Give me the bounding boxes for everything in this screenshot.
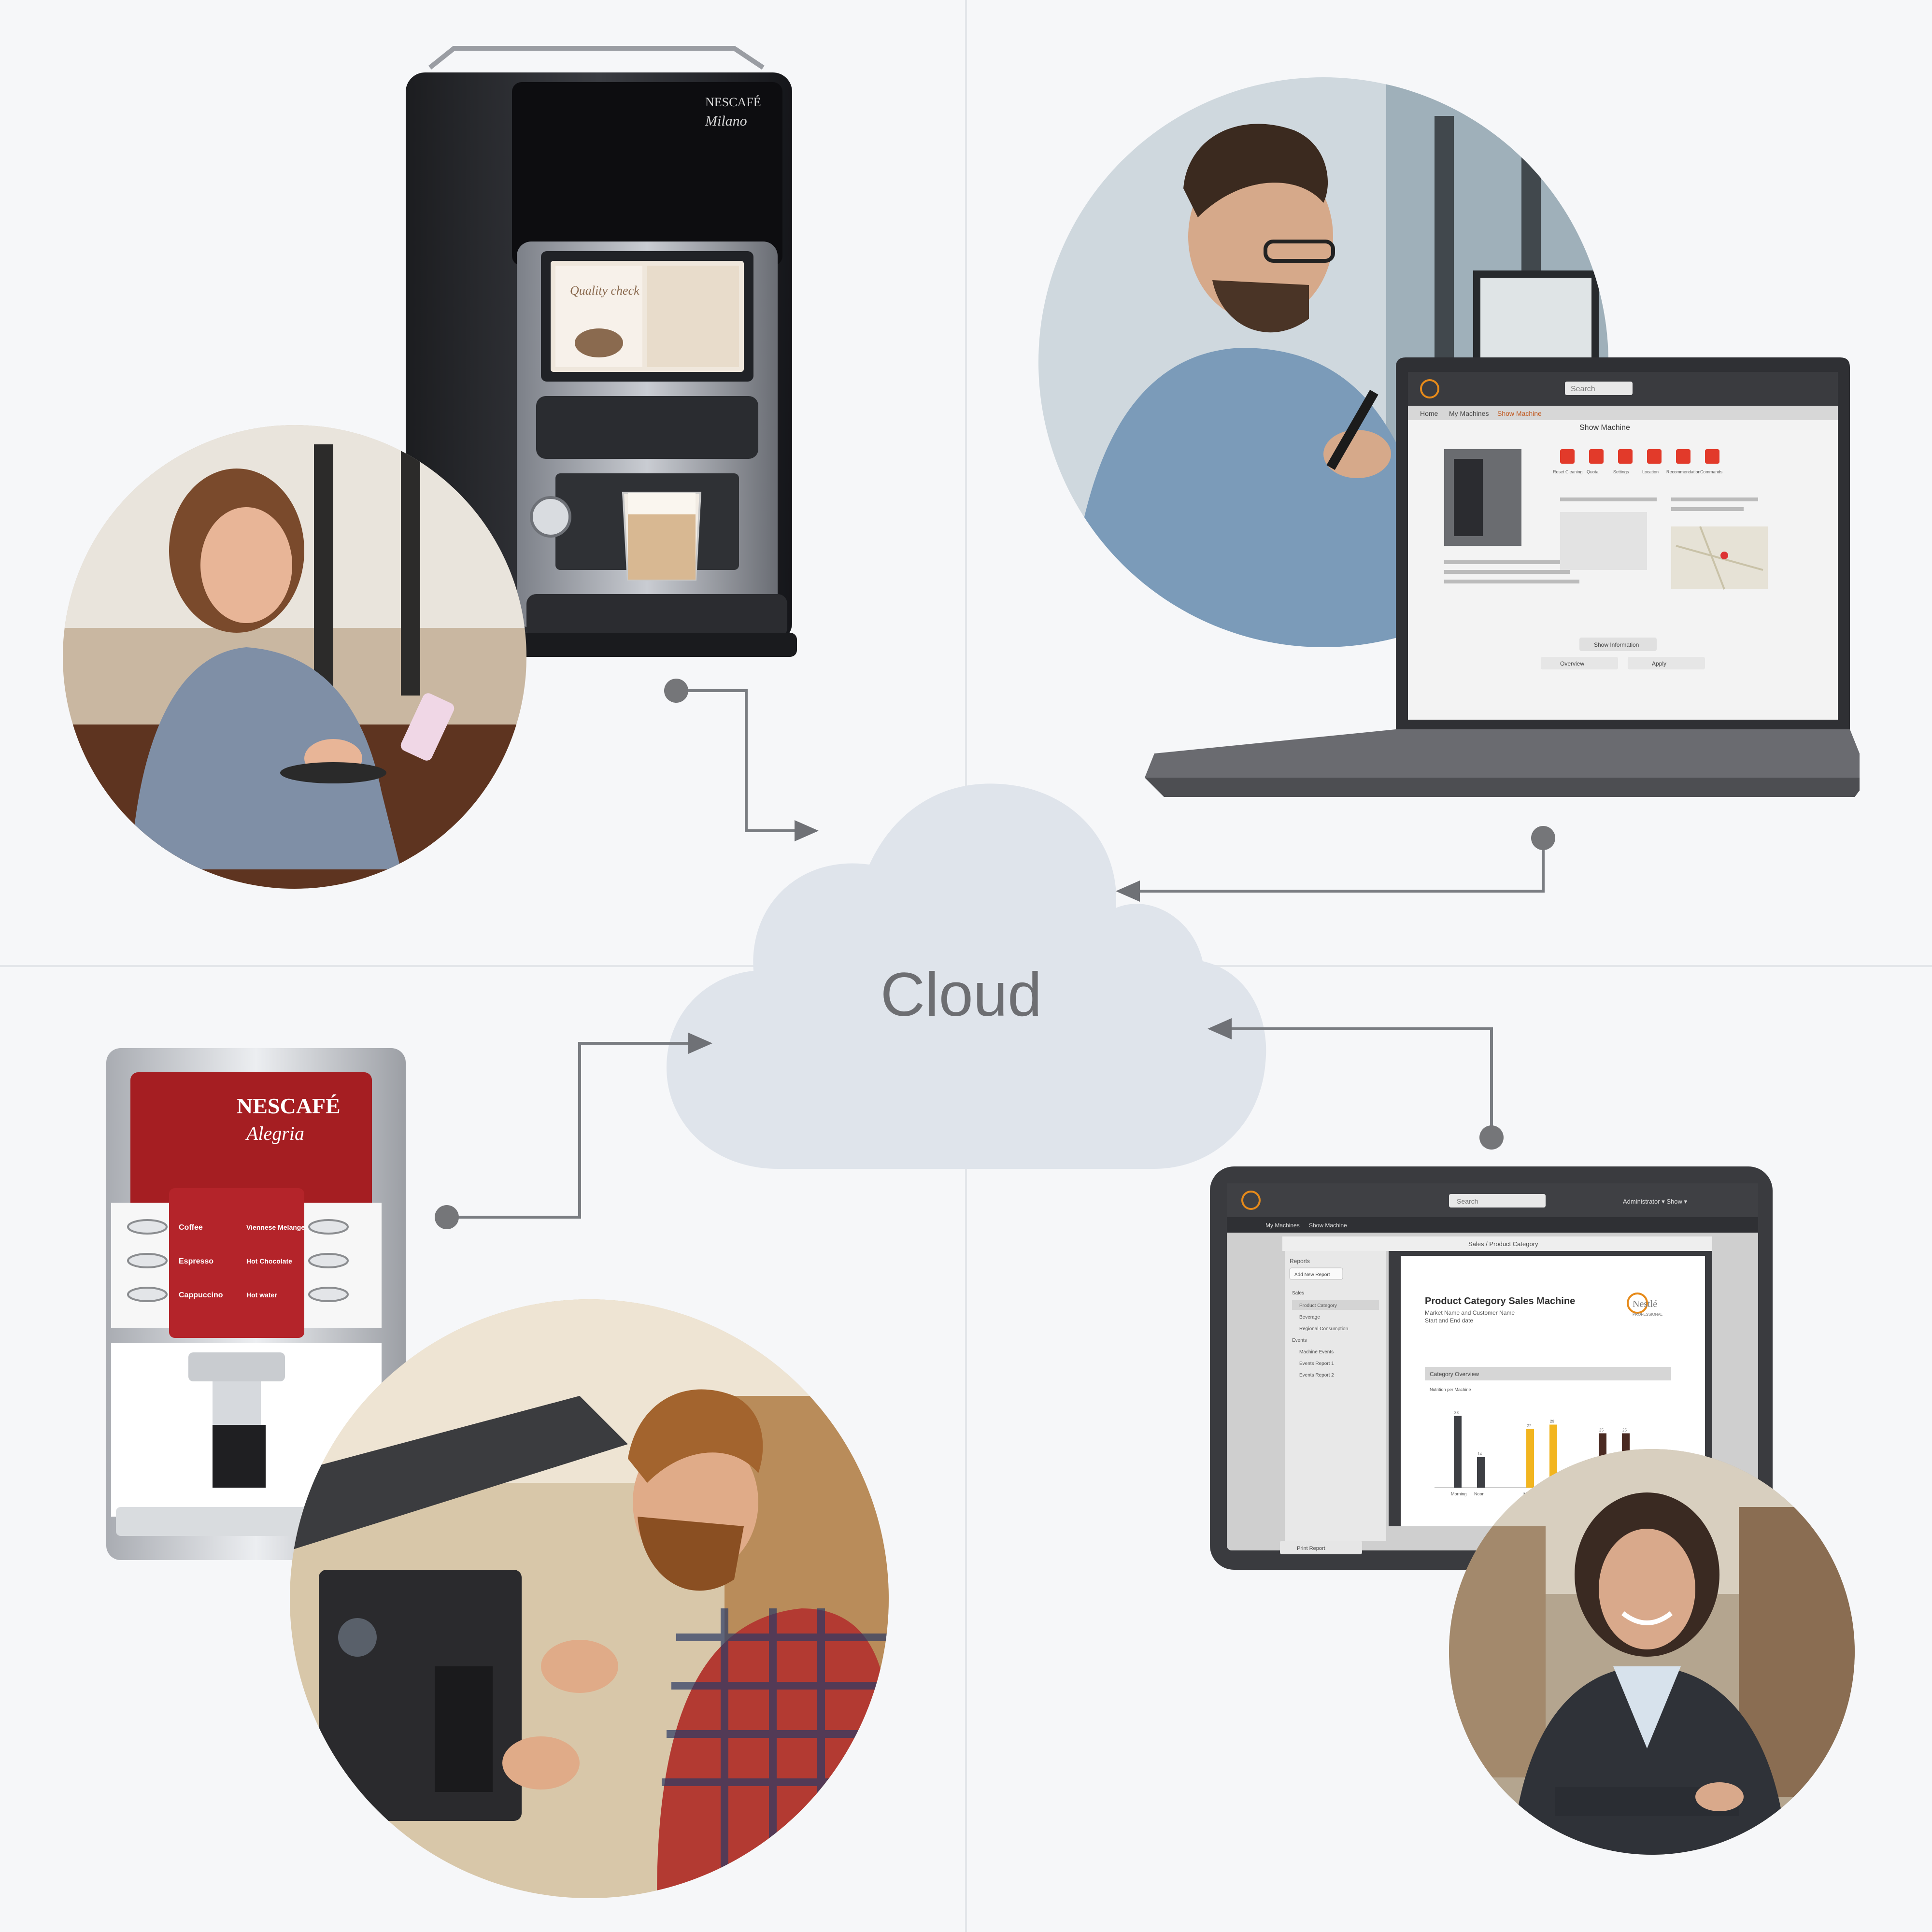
tablet-nav-show-machine[interactable]: Show Machine: [1309, 1222, 1347, 1229]
tablet-sidebar-item-events-report-2[interactable]: Events Report 2: [1299, 1373, 1334, 1378]
tablet-sidebar-item-events-report-1[interactable]: Events Report 1: [1299, 1361, 1334, 1366]
connector-dot-icon: [1531, 826, 1555, 850]
laptop-overview-button[interactable]: Overview: [1560, 660, 1584, 667]
tablet-sidebar-item-regional[interactable]: Regional Consumption: [1299, 1326, 1348, 1332]
laptop-apply-button[interactable]: Apply: [1652, 660, 1666, 667]
alegria-brand: NESCAFÉ: [237, 1094, 341, 1118]
arrow-head-icon: [795, 820, 819, 841]
photo-woman-with-phone: [63, 425, 526, 889]
photo-technician-repairing: [290, 1299, 889, 1898]
cloud-shape: [667, 783, 1266, 1169]
arrow-head-icon: [688, 1033, 712, 1054]
tablet-sidebar-item-beverage[interactable]: Beverage: [1299, 1315, 1320, 1320]
laptop-action-4[interactable]: Location: [1642, 469, 1659, 474]
chart-category-label: Noon: [1474, 1492, 1485, 1496]
connector-top-right: [1133, 838, 1545, 893]
report-subtitle-2: Start and End date: [1425, 1317, 1473, 1324]
alegria-button-coffee[interactable]: Coffee: [179, 1223, 203, 1232]
alegria-model: Alegria: [245, 1122, 304, 1144]
report-subtitle-1: Market Name and Customer Name: [1425, 1309, 1515, 1316]
print-report-button[interactable]: Print Report: [1297, 1546, 1325, 1551]
laptop-action-3[interactable]: Settings: [1613, 469, 1629, 474]
connector-bottom-right: [1224, 1027, 1493, 1137]
connector-top-left: [676, 689, 802, 832]
cloud-label: Cloud: [880, 960, 1042, 1029]
alegria-button-espresso[interactable]: Espresso: [179, 1257, 213, 1265]
connector-dot-icon: [435, 1205, 459, 1229]
laptop-action-1[interactable]: Reset Cleaning: [1553, 469, 1583, 474]
tablet-add-report-button[interactable]: Add New Report: [1294, 1272, 1330, 1278]
chart-value-label: 25: [1622, 1428, 1627, 1433]
laptop-action-5[interactable]: Recommendation: [1666, 469, 1701, 474]
tablet-window-title: Sales / Product Category: [1468, 1240, 1538, 1248]
milano-screen-text: Quality check: [570, 284, 639, 298]
laptop-show-info-button[interactable]: Show Information: [1594, 641, 1639, 648]
chart-value-label: 25: [1599, 1428, 1604, 1433]
laptop-tab-3[interactable]: Show Machine: [1497, 410, 1542, 417]
report-chart-caption: Nutrition per Machine: [1430, 1387, 1471, 1392]
chart-category-label: Morning: [1451, 1492, 1467, 1496]
tablet-sidebar-item-events[interactable]: Events: [1292, 1338, 1307, 1343]
tablet-reports: Search Administrator ▾ Show ▾ My Machine…: [1208, 1164, 1777, 1575]
tablet-sidebar-item-product-category[interactable]: Product Category: [1299, 1303, 1337, 1308]
arrow-head-icon: [1116, 881, 1140, 902]
tablet-sidebar-heading: Reports: [1290, 1258, 1310, 1264]
report-logo: Nestlé: [1633, 1299, 1657, 1309]
photo-businesswoman-portrait: [1449, 1449, 1855, 1855]
laptop-tab-2[interactable]: My Machines: [1449, 410, 1489, 417]
tablet-user-menu[interactable]: Administrator ▾ Show ▾: [1623, 1198, 1687, 1205]
chart-value-label: 29: [1550, 1420, 1554, 1424]
laptop-window-title: Show Machine: [1579, 424, 1630, 432]
alegria-button-chocolate[interactable]: Hot Chocolate: [246, 1257, 292, 1265]
alegria-button-cappuccino[interactable]: Cappuccino: [179, 1291, 223, 1299]
report-logo-sub: PROFESSIONAL: [1633, 1312, 1663, 1317]
connector-bottom-left: [447, 1042, 693, 1219]
chart-bar: [1454, 1416, 1462, 1488]
nescafe-alegria-machine: NESCAFÉ Alegria Coffee Espresso Cappucci…: [101, 1043, 411, 1579]
tablet-sidebar-item-machine-events[interactable]: Machine Events: [1299, 1350, 1334, 1355]
laptop-action-2[interactable]: Quota: [1587, 469, 1599, 474]
connector-dot-icon: [1479, 1125, 1504, 1150]
alegria-button-water[interactable]: Hot water: [246, 1291, 277, 1299]
tablet-sidebar-item-sales[interactable]: Sales: [1292, 1291, 1304, 1296]
laptop-dashboard: Search Home My Machines Show Machine Sho…: [1145, 353, 1860, 816]
chart-value-label: 33: [1454, 1411, 1459, 1415]
nescafe-milano-machine: Quality check NESCAFÉ Milano: [396, 39, 811, 676]
tablet-search[interactable]: Search: [1457, 1197, 1478, 1205]
laptop-search[interactable]: Search: [1571, 385, 1595, 393]
tablet-nav-my-machines[interactable]: My Machines: [1265, 1222, 1300, 1229]
chart-value-label: 27: [1527, 1424, 1531, 1428]
chart-bar: [1477, 1457, 1485, 1488]
connector-dot-icon: [664, 679, 688, 703]
milano-brand: NESCAFÉ: [705, 95, 761, 109]
report-title: Product Category Sales Machine: [1425, 1296, 1575, 1307]
arrow-head-icon: [1208, 1018, 1232, 1039]
report-section-title: Category Overview: [1430, 1371, 1479, 1378]
chart-bar: [1526, 1429, 1534, 1488]
laptop-tab-1[interactable]: Home: [1420, 410, 1438, 417]
laptop-action-6[interactable]: Commands: [1700, 469, 1723, 474]
alegria-button-melange[interactable]: Viennese Melange: [246, 1223, 305, 1231]
chart-value-label: 14: [1477, 1452, 1482, 1456]
milano-model: Milano: [705, 113, 747, 129]
chart-bar: [1549, 1424, 1557, 1488]
